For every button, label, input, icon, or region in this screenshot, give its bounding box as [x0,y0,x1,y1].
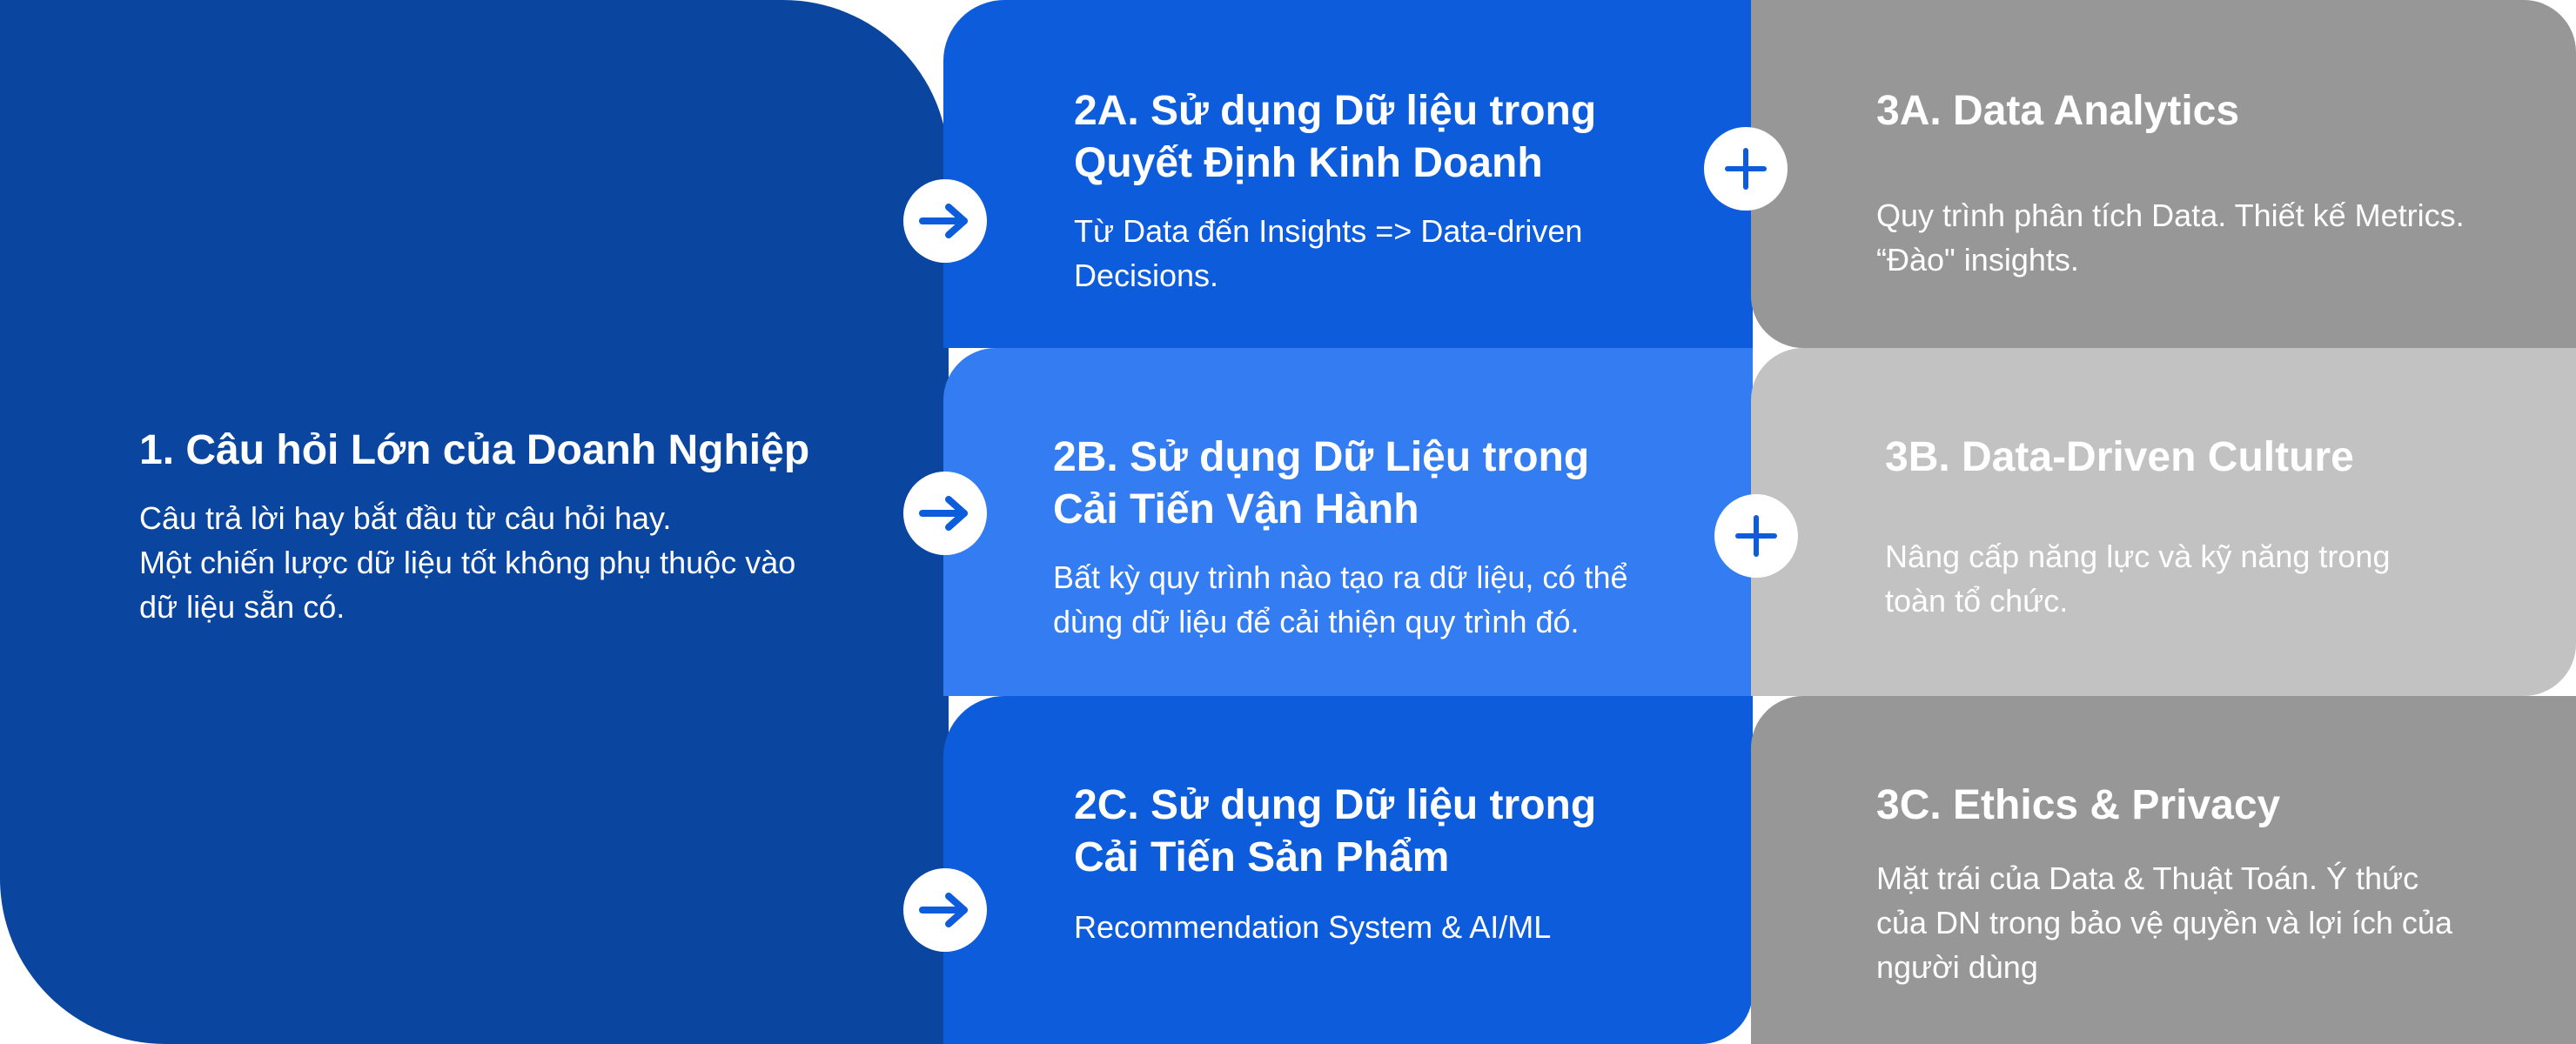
panel-2b-title: 2B. Sử dụng Dữ Liệu trong Cải Tiến Vận H… [1053,432,1589,536]
panel-1-desc-line: dữ liệu sẵn có. [139,589,345,625]
panel-3b-description: Nâng cấp năng lực và kỹ năng trong toàn … [1885,534,2390,623]
panel-1-title: 1. Câu hỏi Lớn của Doanh Nghiệp [139,427,810,473]
plus-icon [1714,494,1798,578]
panel-2b-operations: 2B. Sử dụng Dữ Liệu trong Cải Tiến Vận H… [943,348,1753,696]
panel-3a-title: 3A. Data Analytics [1876,88,2240,134]
panel-2b-desc-line: Bất kỳ quy trình nào tạo ra dữ liệu, có … [1053,559,1628,595]
panel-2c-title: 2C. Sử dụng Dữ liệu trong Cải Tiến Sản P… [1074,780,1596,884]
panel-3b-desc-line: Nâng cấp năng lực và kỹ năng trong [1885,539,2391,574]
panel-3a-desc-line: “Đào" insights. [1876,242,2079,278]
panel-2c-title-line: 2C. Sử dụng Dữ liệu trong [1074,782,1597,828]
panel-1-description: Câu trả lời hay bắt đầu từ câu hỏi hay. … [139,496,795,629]
panel-2a-decision-making: 2A. Sử dụng Dữ liệu trong Quyết Định Kin… [943,0,1753,348]
panel-3b-data-culture: 3B. Data-Driven Culture Nâng cấp năng lự… [1751,348,2576,696]
panel-3b-desc-line: toàn tổ chức. [1885,583,2069,619]
panel-2b-description: Bất kỳ quy trình nào tạo ra dữ liệu, có … [1053,555,1627,644]
panel-2a-title-line: Quyết Định Kinh Doanh [1074,140,1543,186]
panel-3a-description: Quy trình phân tích Data. Thiết kế Metri… [1876,193,2465,282]
panel-3c-ethics-privacy: 3C. Ethics & Privacy Mặt trái của Data &… [1751,696,2576,1044]
panel-3b-title: 3B. Data-Driven Culture [1885,434,2354,480]
panel-2c-description: Recommendation System & AI/ML [1074,905,1551,949]
panel-2a-title-line: 2A. Sử dụng Dữ liệu trong [1074,88,1597,134]
panel-2c-product: 2C. Sử dụng Dữ liệu trong Cải Tiến Sản P… [943,696,1753,1044]
arrow-right-icon [903,472,987,555]
panel-2b-desc-line: dùng dữ liệu để cải thiện quy trình đó. [1053,604,1580,639]
panel-3a-desc-line: Quy trình phân tích Data. Thiết kế Metri… [1876,197,2465,233]
panel-business-question: 1. Câu hỏi Lớn của Doanh Nghiệp Câu trả … [0,0,949,1044]
panel-3c-desc-line: người dùng [1876,949,2038,985]
arrow-right-icon [903,868,987,952]
panel-3c-desc-line: của DN trong bảo vệ quyền và lợi ích của [1876,905,2452,940]
arrow-right-icon [903,179,987,263]
panel-2c-title-line: Cải Tiến Sản Phẩm [1074,834,1450,880]
panel-3c-desc-line: Mặt trái của Data & Thuật Toán. Ý thức [1876,860,2419,896]
panel-2b-title-line: 2B. Sử dụng Dữ Liệu trong [1053,434,1590,480]
panel-2c-desc-line: Recommendation System & AI/ML [1074,909,1552,945]
panel-3c-description: Mặt trái của Data & Thuật Toán. Ý thức c… [1876,856,2452,989]
panel-3c-title: 3C. Ethics & Privacy [1876,782,2281,828]
panel-2a-desc-line: Decisions. [1074,258,1219,293]
panel-2b-title-line: Cải Tiến Vận Hành [1053,486,1419,532]
panel-2a-description: Từ Data đến Insights => Data-driven Deci… [1074,209,1582,298]
panel-1-desc-line: Một chiến lược dữ liệu tốt không phụ thu… [139,545,796,580]
panel-2a-title: 2A. Sử dụng Dữ liệu trong Quyết Định Kin… [1074,85,1596,190]
panel-2a-desc-line: Từ Data đến Insights => Data-driven [1074,213,1583,249]
panel-3a-data-analytics: 3A. Data Analytics Quy trình phân tích D… [1751,0,2576,348]
panel-1-desc-line: Câu trả lời hay bắt đầu từ câu hỏi hay. [139,500,672,536]
plus-icon [1704,127,1788,211]
